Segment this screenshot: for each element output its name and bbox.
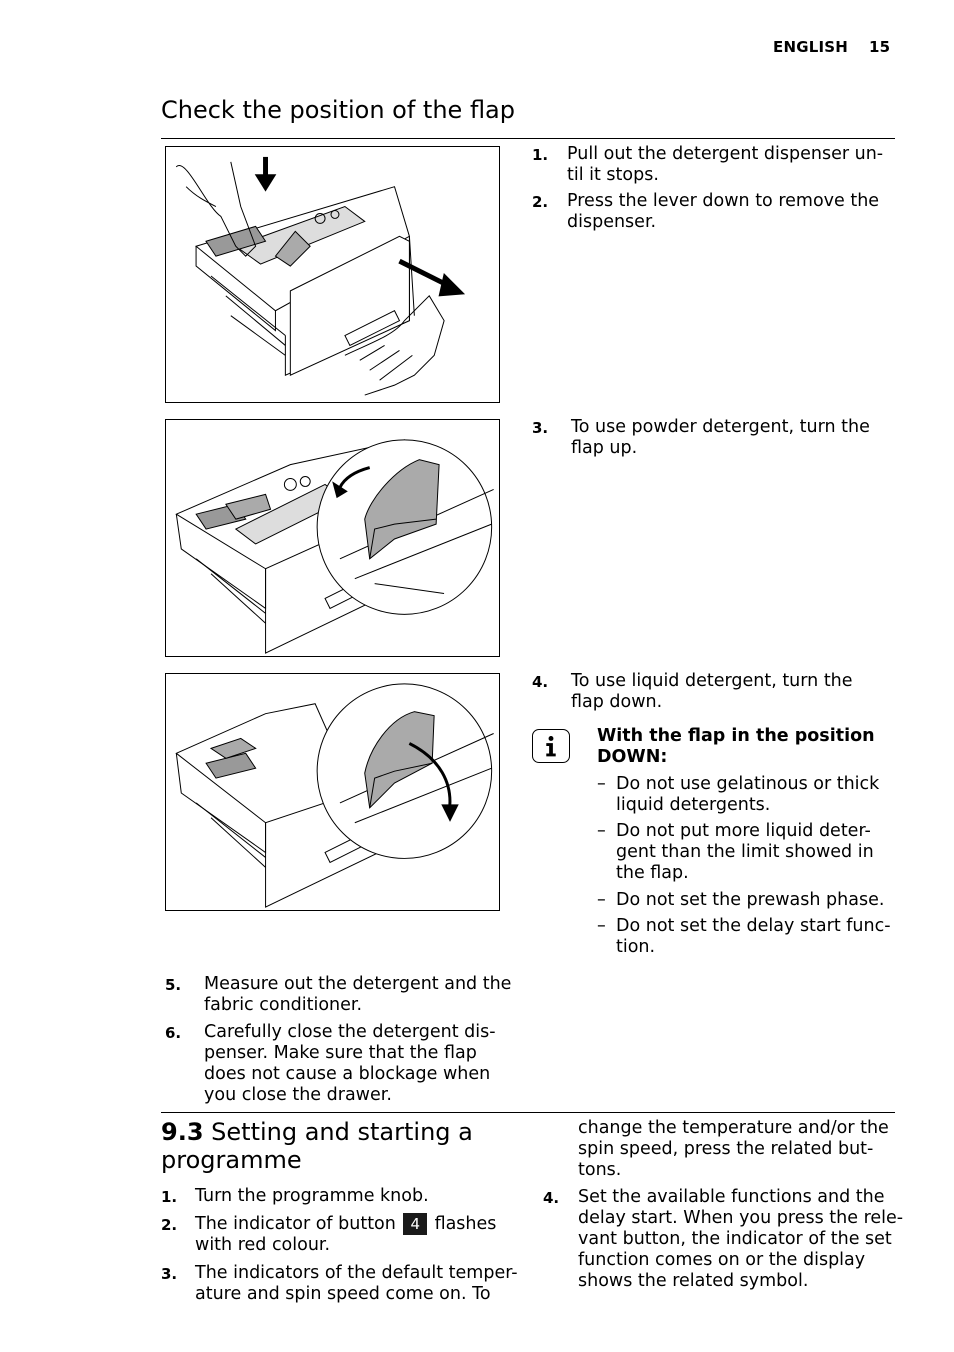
section-title-programme: 9.3 Setting and starting a programme — [161, 1118, 473, 1174]
button-4-badge: 4 — [403, 1213, 427, 1235]
page-number: 15 — [869, 38, 891, 56]
info-note-title: With the flap in the position DOWN: — [597, 726, 875, 767]
prog-step-3-continued: change the temperature and/or the spin s… — [578, 1118, 889, 1180]
info-icon — [532, 729, 570, 763]
section-divider — [161, 138, 895, 139]
arrow-icon — [254, 156, 466, 297]
section-divider-2 — [161, 1112, 895, 1113]
section-title-flap: Check the position of the flap — [161, 96, 515, 124]
figure-flap-down — [165, 673, 500, 911]
header-language: ENGLISH — [773, 38, 849, 56]
figure-remove-dispenser — [165, 146, 500, 403]
figure-flap-up — [165, 419, 500, 657]
